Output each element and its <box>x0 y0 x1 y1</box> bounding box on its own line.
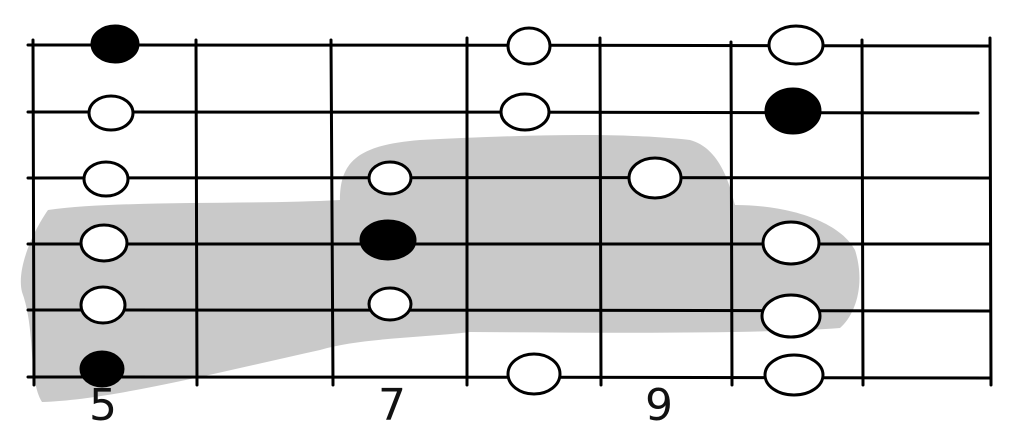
note-marker <box>499 92 551 132</box>
note-marker <box>763 353 825 397</box>
note-marker <box>627 156 683 200</box>
note-marker <box>761 220 821 266</box>
fret-line-8 <box>988 36 993 387</box>
note-marker <box>79 285 127 325</box>
fret-label-9: 9 <box>645 380 673 431</box>
note-marker <box>767 24 825 66</box>
highlight-region <box>20 135 860 403</box>
note-marker <box>506 352 562 396</box>
fret-label-7: 7 <box>378 380 406 431</box>
fret-line-3 <box>329 38 335 387</box>
fret-line-6 <box>729 40 734 387</box>
note-marker <box>82 160 130 198</box>
fret-line-5 <box>598 36 603 387</box>
frets <box>31 36 993 387</box>
note-marker <box>367 160 413 196</box>
note-marker <box>506 26 552 66</box>
strings <box>26 43 992 380</box>
note-marker <box>79 223 129 263</box>
string-6 <box>26 375 992 380</box>
note-marker <box>760 293 822 339</box>
fret-line-7 <box>860 38 865 387</box>
notes <box>79 24 825 397</box>
root-note-marker <box>359 219 417 261</box>
root-note-marker <box>79 350 125 388</box>
string-5 <box>26 308 992 313</box>
note-marker <box>87 94 135 132</box>
string-4 <box>26 242 992 246</box>
string-1 <box>26 43 992 48</box>
root-note-marker <box>90 24 140 64</box>
fret-label-5: 5 <box>89 380 117 431</box>
fret-line-2 <box>194 38 199 387</box>
root-note-marker <box>764 87 822 135</box>
note-marker <box>367 286 413 322</box>
fret-line-1 <box>31 38 36 387</box>
